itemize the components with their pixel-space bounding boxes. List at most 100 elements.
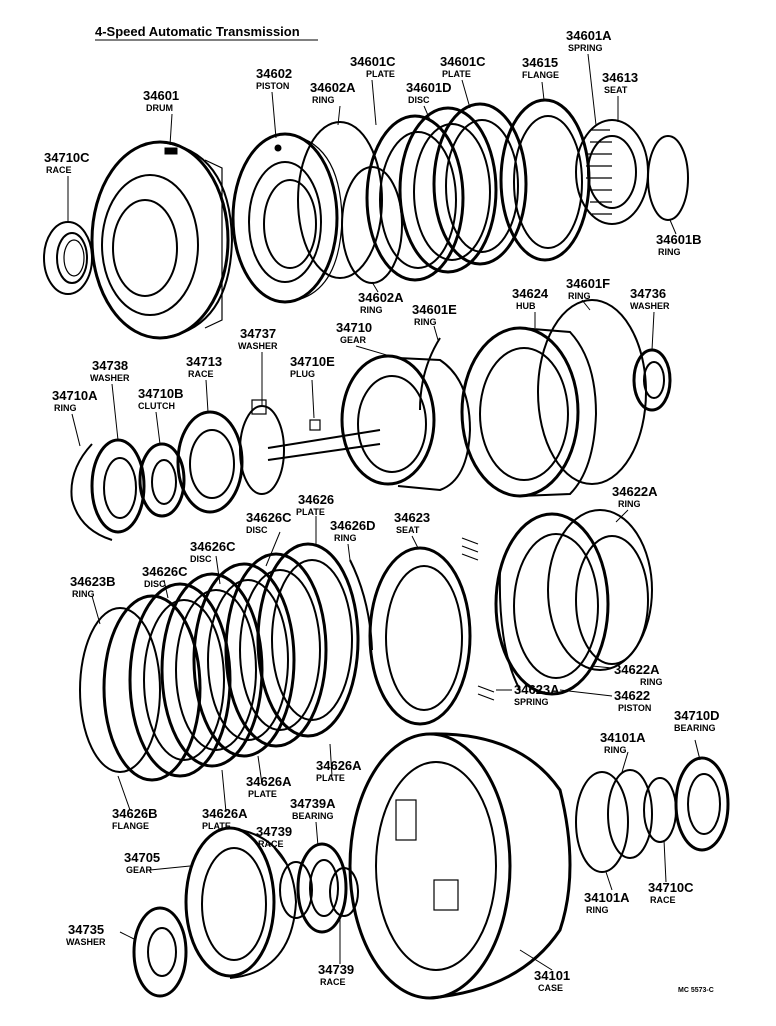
part-number: 34601C bbox=[350, 54, 396, 69]
part-number: 34626B bbox=[112, 806, 158, 821]
part-number: 34737 bbox=[240, 326, 276, 341]
row2-drawing bbox=[70, 299, 672, 541]
part-number: 34736 bbox=[630, 286, 666, 301]
row3-drawing bbox=[79, 509, 653, 782]
part-number: 34710C bbox=[44, 150, 90, 165]
part-name: RACE bbox=[46, 165, 72, 175]
part-number: 34626 bbox=[298, 492, 334, 507]
part-number: 34101 bbox=[534, 968, 570, 983]
part-name: BEARING bbox=[674, 723, 716, 733]
part-name: DISC bbox=[246, 525, 268, 535]
part-name: RING bbox=[618, 499, 641, 509]
part-number: 34622 bbox=[614, 688, 650, 703]
part-number: 34602A bbox=[310, 80, 356, 95]
part-name: HUB bbox=[516, 301, 536, 311]
part-number: 34710 bbox=[336, 320, 372, 335]
part-number: 34623 bbox=[394, 510, 430, 525]
part-number: 34601E bbox=[412, 302, 457, 317]
part-name: RING bbox=[360, 305, 383, 315]
part-name: PLUG bbox=[290, 369, 315, 379]
part-name: DISC bbox=[144, 579, 166, 589]
part-name: SEAT bbox=[396, 525, 420, 535]
part-number: 34601D bbox=[406, 80, 452, 95]
part-number: 34710E bbox=[290, 354, 335, 369]
part-number: 34601F bbox=[566, 276, 610, 291]
part-name: RACE bbox=[650, 895, 676, 905]
row1-drawing bbox=[43, 98, 689, 340]
part-number: 34601A bbox=[566, 28, 612, 43]
part-number: 34623A bbox=[514, 682, 560, 697]
part-number: 34713 bbox=[186, 354, 222, 369]
part-name: BEARING bbox=[292, 811, 334, 821]
part-number: 34710A bbox=[52, 388, 98, 403]
part-name: GEAR bbox=[126, 865, 153, 875]
part-number: 34705 bbox=[124, 850, 160, 865]
part-number: 34601B bbox=[656, 232, 702, 247]
part-name: WASHER bbox=[630, 301, 670, 311]
part-name: RING bbox=[586, 905, 609, 915]
part-name: PLATE bbox=[366, 69, 395, 79]
part-number: 34101A bbox=[600, 730, 646, 745]
part-name: PLATE bbox=[316, 773, 345, 783]
part-number: 34739A bbox=[290, 796, 336, 811]
diagram-title: 4-Speed Automatic Transmission bbox=[95, 24, 300, 39]
part-name: WASHER bbox=[66, 937, 106, 947]
part-name: FLANGE bbox=[522, 70, 559, 80]
leader-lines bbox=[67, 53, 701, 971]
part-name: RING bbox=[72, 589, 95, 599]
part-number: 34626C bbox=[142, 564, 188, 579]
part-number: 34739 bbox=[256, 824, 292, 839]
part-number: 34626C bbox=[190, 539, 236, 554]
part-name: PLATE bbox=[442, 69, 471, 79]
part-name: RING bbox=[568, 291, 591, 301]
part-name: RACE bbox=[258, 839, 284, 849]
part-name: RING bbox=[334, 533, 357, 543]
part-number: 34602A bbox=[358, 290, 404, 305]
part-name: RACE bbox=[188, 369, 214, 379]
part-number: 34601 bbox=[143, 88, 179, 103]
part-name: GEAR bbox=[340, 335, 367, 345]
part-name: RACE bbox=[320, 977, 346, 987]
part-number: 34739 bbox=[318, 962, 354, 977]
part-number: 34626A bbox=[246, 774, 292, 789]
part-name: RING bbox=[640, 677, 663, 687]
part-number: 34710C bbox=[648, 880, 694, 895]
part-name: DRUM bbox=[146, 103, 173, 113]
part-number: 34735 bbox=[68, 922, 104, 937]
part-number: 34622A bbox=[612, 484, 658, 499]
